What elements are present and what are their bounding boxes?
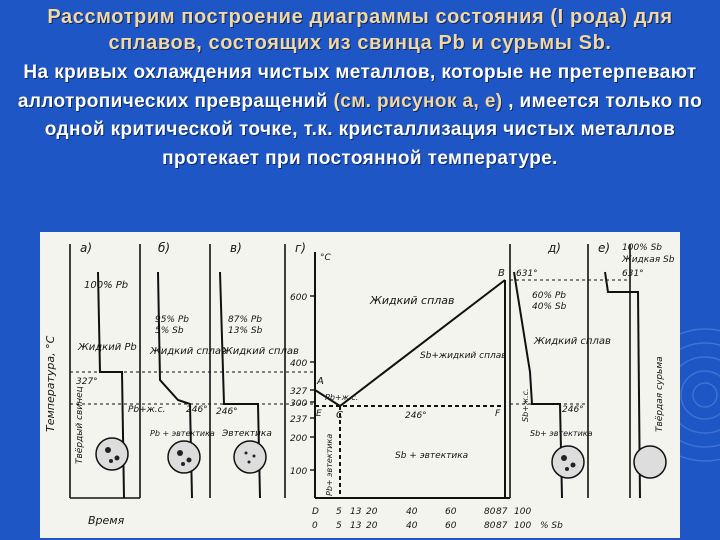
panel-b-solid: Pb + эвтектика — [150, 429, 215, 438]
panel-e-composition-2: 40% Sb — [532, 302, 567, 312]
panel-b-composition-2: 5% Sb — [155, 326, 184, 336]
slide-text: Рассмотрим построение диаграммы состояни… — [0, 4, 720, 173]
paragraph-part1: На кривых охлаждения чистых металлов, ко… — [17, 62, 697, 112]
panel-c-composition-1: 87% Pb — [228, 315, 262, 325]
paragraph-highlight: (см. рисунок а, е) — [333, 90, 503, 112]
x-tick-top-60: 60 — [445, 507, 457, 517]
panel-c-liquid: Жидкий сплав — [221, 346, 299, 357]
panel-f-liquid: Жидкая Sb — [621, 255, 675, 265]
panel-f-composition: 100% Sb — [622, 243, 662, 253]
x-tick-top-20: 20 — [366, 507, 378, 517]
panel-c-composition-2: 13% Sb — [228, 326, 263, 336]
slide-paragraph: На кривых охлаждения чистых металлов, ко… — [0, 59, 720, 173]
panel-e-eut-temp: 246° — [562, 405, 584, 415]
panel-label-b: б) — [158, 241, 170, 255]
y-tick-100: 100 — [290, 467, 307, 477]
panel-label-e: д) — [547, 241, 561, 255]
panel-label-d: г) — [295, 241, 306, 255]
point-label-f: F — [495, 409, 501, 419]
y-unit-label: °С — [320, 253, 332, 263]
x-tick-top-80: 80 — [484, 507, 496, 517]
panel-f-melt-temp: 631° — [622, 269, 644, 279]
micro-b — [167, 440, 201, 474]
y-tick-300: 300 — [290, 399, 307, 409]
point-label-a: A — [316, 376, 324, 387]
curve-b — [157, 271, 193, 499]
x-tick-top-13: 13 — [350, 507, 362, 517]
panel-b-liquid: Жидкий сплав — [149, 346, 227, 357]
x-tick-top-5: 5 — [336, 507, 342, 517]
panel-label-c: в) — [230, 241, 242, 255]
panel-d-region-left: Pb+ж.с. — [325, 393, 358, 402]
panel-e-mix: Sb+ж.с. — [521, 388, 530, 422]
x-tick-100: 100 — [514, 521, 531, 531]
y-tick-237: 237 — [290, 415, 307, 425]
panel-a-composition: 100% Pb — [84, 280, 128, 291]
panel-e-solid: Sb+ эвтектика — [530, 429, 593, 438]
micro-e — [551, 445, 585, 479]
y-tick-327: 327 — [290, 387, 307, 397]
x-unit-label: % Sb — [540, 521, 563, 531]
phase-diagram-figure: а) б) в) г) д) е) Температура, °С Время … — [40, 232, 680, 538]
curve-a — [97, 271, 125, 499]
x-tick-87: 87 — [496, 521, 508, 531]
x-tick-40: 40 — [406, 521, 418, 531]
panel-a-melt-temp: 327° — [76, 377, 98, 387]
panel-label-a: а) — [80, 241, 92, 255]
y-tick-400: 400 — [290, 359, 307, 369]
micro-c — [233, 440, 267, 474]
phase-diagram-svg: а) б) в) г) д) е) Температура, °С Время … — [44, 241, 675, 531]
panel-c-eut-temp: 246° — [216, 407, 238, 417]
x-tick-0: 0 — [312, 521, 318, 531]
panel-a-solid: Твёрдый свинец — [75, 386, 85, 464]
micro-a — [95, 437, 129, 471]
panel-e-liquid: Жидкий сплав — [533, 336, 611, 347]
panel-d-lower-left: Pb+ эвтектика — [325, 434, 334, 496]
x-tick-top-0: D — [312, 507, 319, 517]
point-label-e: E — [316, 409, 322, 419]
x-tick-top-100: 100 — [514, 507, 531, 517]
panel-f-solid: Твёрдая сурьма — [655, 356, 665, 432]
curve-e — [513, 271, 563, 499]
panel-e-melt-temp: 631° — [516, 269, 538, 279]
y-tick-600: 600 — [290, 293, 307, 303]
point-label-b: B — [498, 268, 505, 279]
paragraph-part2: , имеется только по одной критической то… — [44, 90, 703, 169]
panel-d-liquid: Жидкий сплав — [369, 294, 455, 307]
panel-label-f: е) — [598, 241, 610, 255]
x-tick-5: 5 — [336, 521, 342, 531]
x-axis-label: Время — [88, 514, 125, 527]
x-tick-20: 20 — [366, 521, 378, 531]
panel-a-liquid: Жидкий Pb — [77, 342, 137, 353]
panel-b-composition-1: 95% Pb — [155, 315, 189, 325]
point-label-c: C — [336, 410, 343, 421]
x-tick-top-87: 87 — [496, 507, 508, 517]
panel-e-composition-1: 60% Pb — [532, 291, 566, 301]
panel-d-lower-right: Sb + эвтектика — [395, 451, 468, 461]
panel-d-eut-temp: 246° — [405, 411, 427, 421]
panel-c-solid: Эвтектика — [221, 429, 272, 439]
panel-b-eut-temp: 246° — [186, 405, 208, 415]
panel-b-mix: Pb+ж.с. — [128, 405, 165, 415]
panel-d-region-right: Sb+жидкий сплав — [420, 351, 507, 361]
curve-f — [604, 271, 641, 499]
micro-f — [633, 445, 667, 479]
y-axis-label: Температура, °С — [44, 335, 57, 432]
x-tick-top-40: 40 — [406, 507, 418, 517]
x-tick-13: 13 — [350, 521, 362, 531]
x-tick-60: 60 — [445, 521, 457, 531]
x-tick-80: 80 — [484, 521, 496, 531]
y-tick-200: 200 — [290, 434, 307, 444]
slide-title: Рассмотрим построение диаграммы состояни… — [47, 6, 673, 54]
